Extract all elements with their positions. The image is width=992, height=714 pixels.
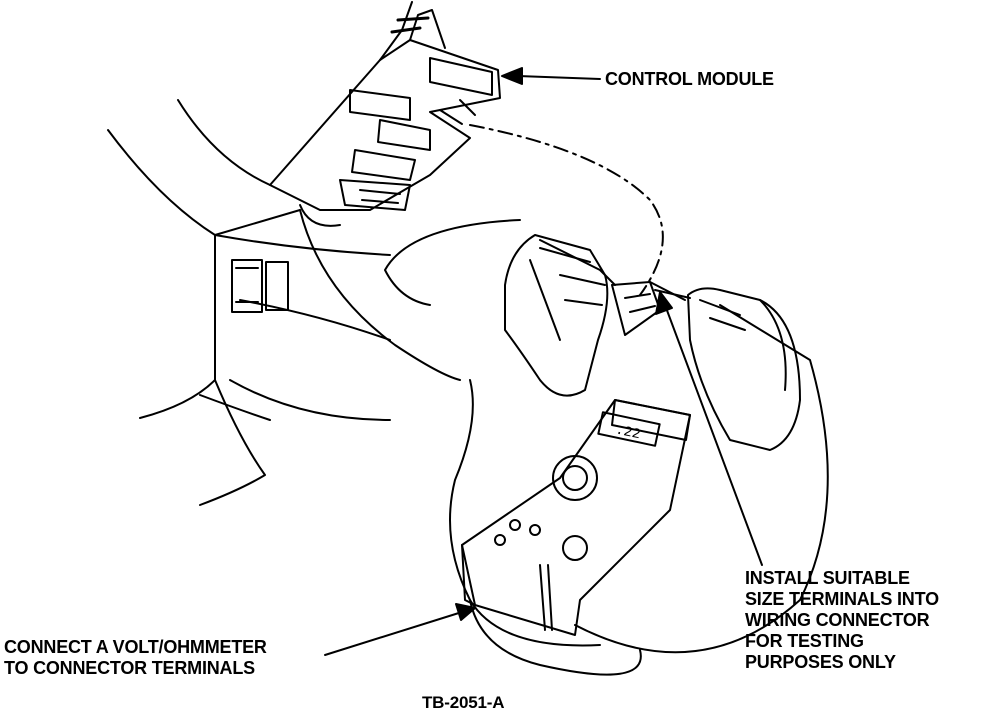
callout-install-line-3: WIRING CONNECTOR <box>745 610 930 630</box>
probe-leads <box>469 239 829 676</box>
callout-install-line-4: FOR TESTING <box>745 631 864 651</box>
leader-arrows <box>324 67 763 656</box>
dashboard-panel <box>107 99 391 506</box>
callout-connect-meter: CONNECT A VOLT/OHMMETER TO CONNECTOR TER… <box>4 637 267 679</box>
callout-install-terminals: INSTALL SUITABLE SIZE TERMINALS INTO WIR… <box>745 568 939 673</box>
right-hand <box>687 287 801 451</box>
multimeter: .22 <box>461 399 691 636</box>
callout-install-line-2: SIZE TERMINALS INTO <box>745 589 939 609</box>
control-module <box>269 1 501 227</box>
figure-code: TB-2051-A <box>422 693 505 712</box>
wiring-path <box>469 124 664 296</box>
callout-connect-line-1: CONNECT A VOLT/OHMMETER <box>4 637 267 657</box>
callout-control-module-text: CONTROL MODULE <box>605 69 774 89</box>
callout-install-line-1: INSTALL SUITABLE <box>745 568 910 588</box>
callout-control-module: CONTROL MODULE <box>605 69 774 90</box>
callout-install-line-5: PURPOSES ONLY <box>745 652 896 672</box>
callout-connect-line-2: TO CONNECTOR TERMINALS <box>4 658 255 678</box>
left-hand <box>504 234 609 397</box>
svg-text:.22: .22 <box>614 422 642 443</box>
harness-wires <box>299 209 601 647</box>
